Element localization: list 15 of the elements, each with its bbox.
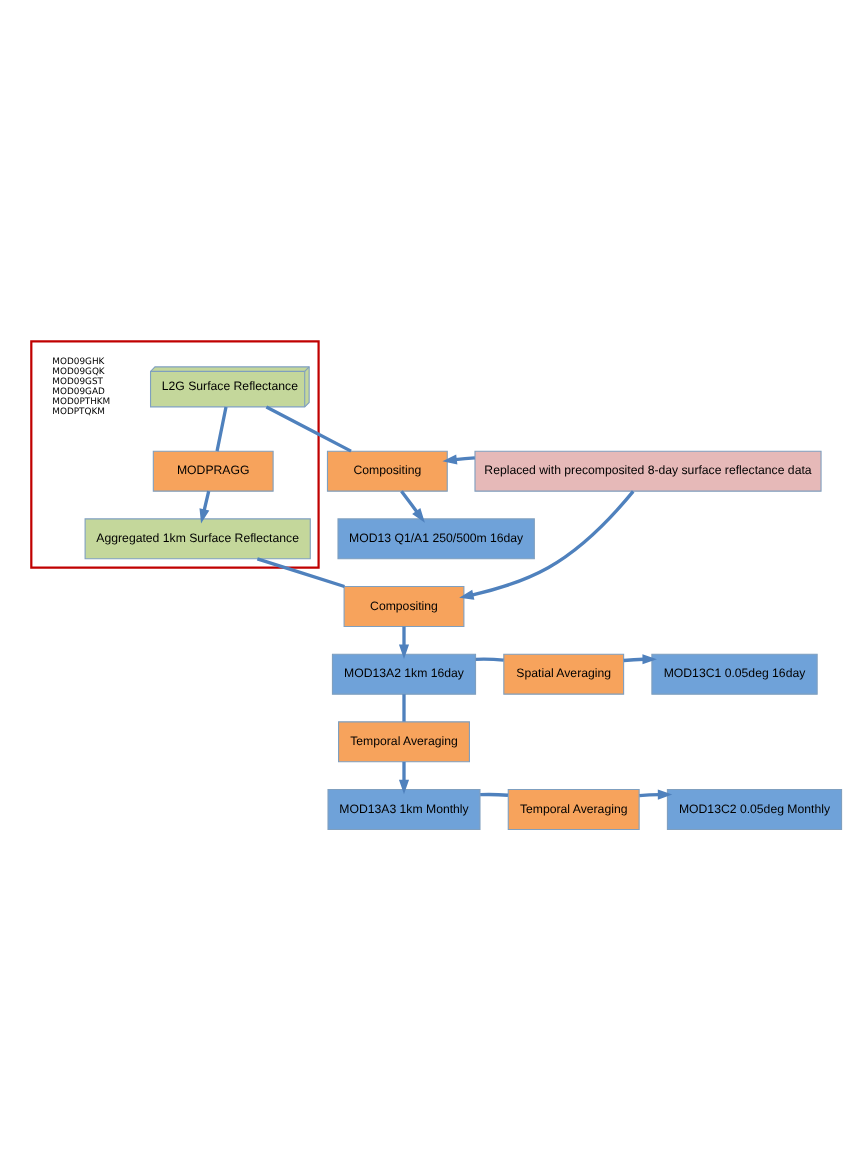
- arrow: [399, 490, 424, 523]
- arrow: [638, 789, 672, 800]
- arrow: [622, 654, 656, 665]
- connector: [474, 657, 503, 662]
- arrow: [397, 626, 409, 659]
- cluster: [29, 340, 319, 569]
- arrow: [458, 490, 634, 600]
- arrow: [198, 490, 210, 524]
- connector: [479, 792, 508, 797]
- connector: [264, 405, 351, 453]
- connector: [255, 557, 344, 589]
- connector: [401, 694, 405, 722]
- connector: [214, 406, 227, 452]
- arrow: [441, 454, 474, 465]
- arrow: [397, 761, 409, 795]
